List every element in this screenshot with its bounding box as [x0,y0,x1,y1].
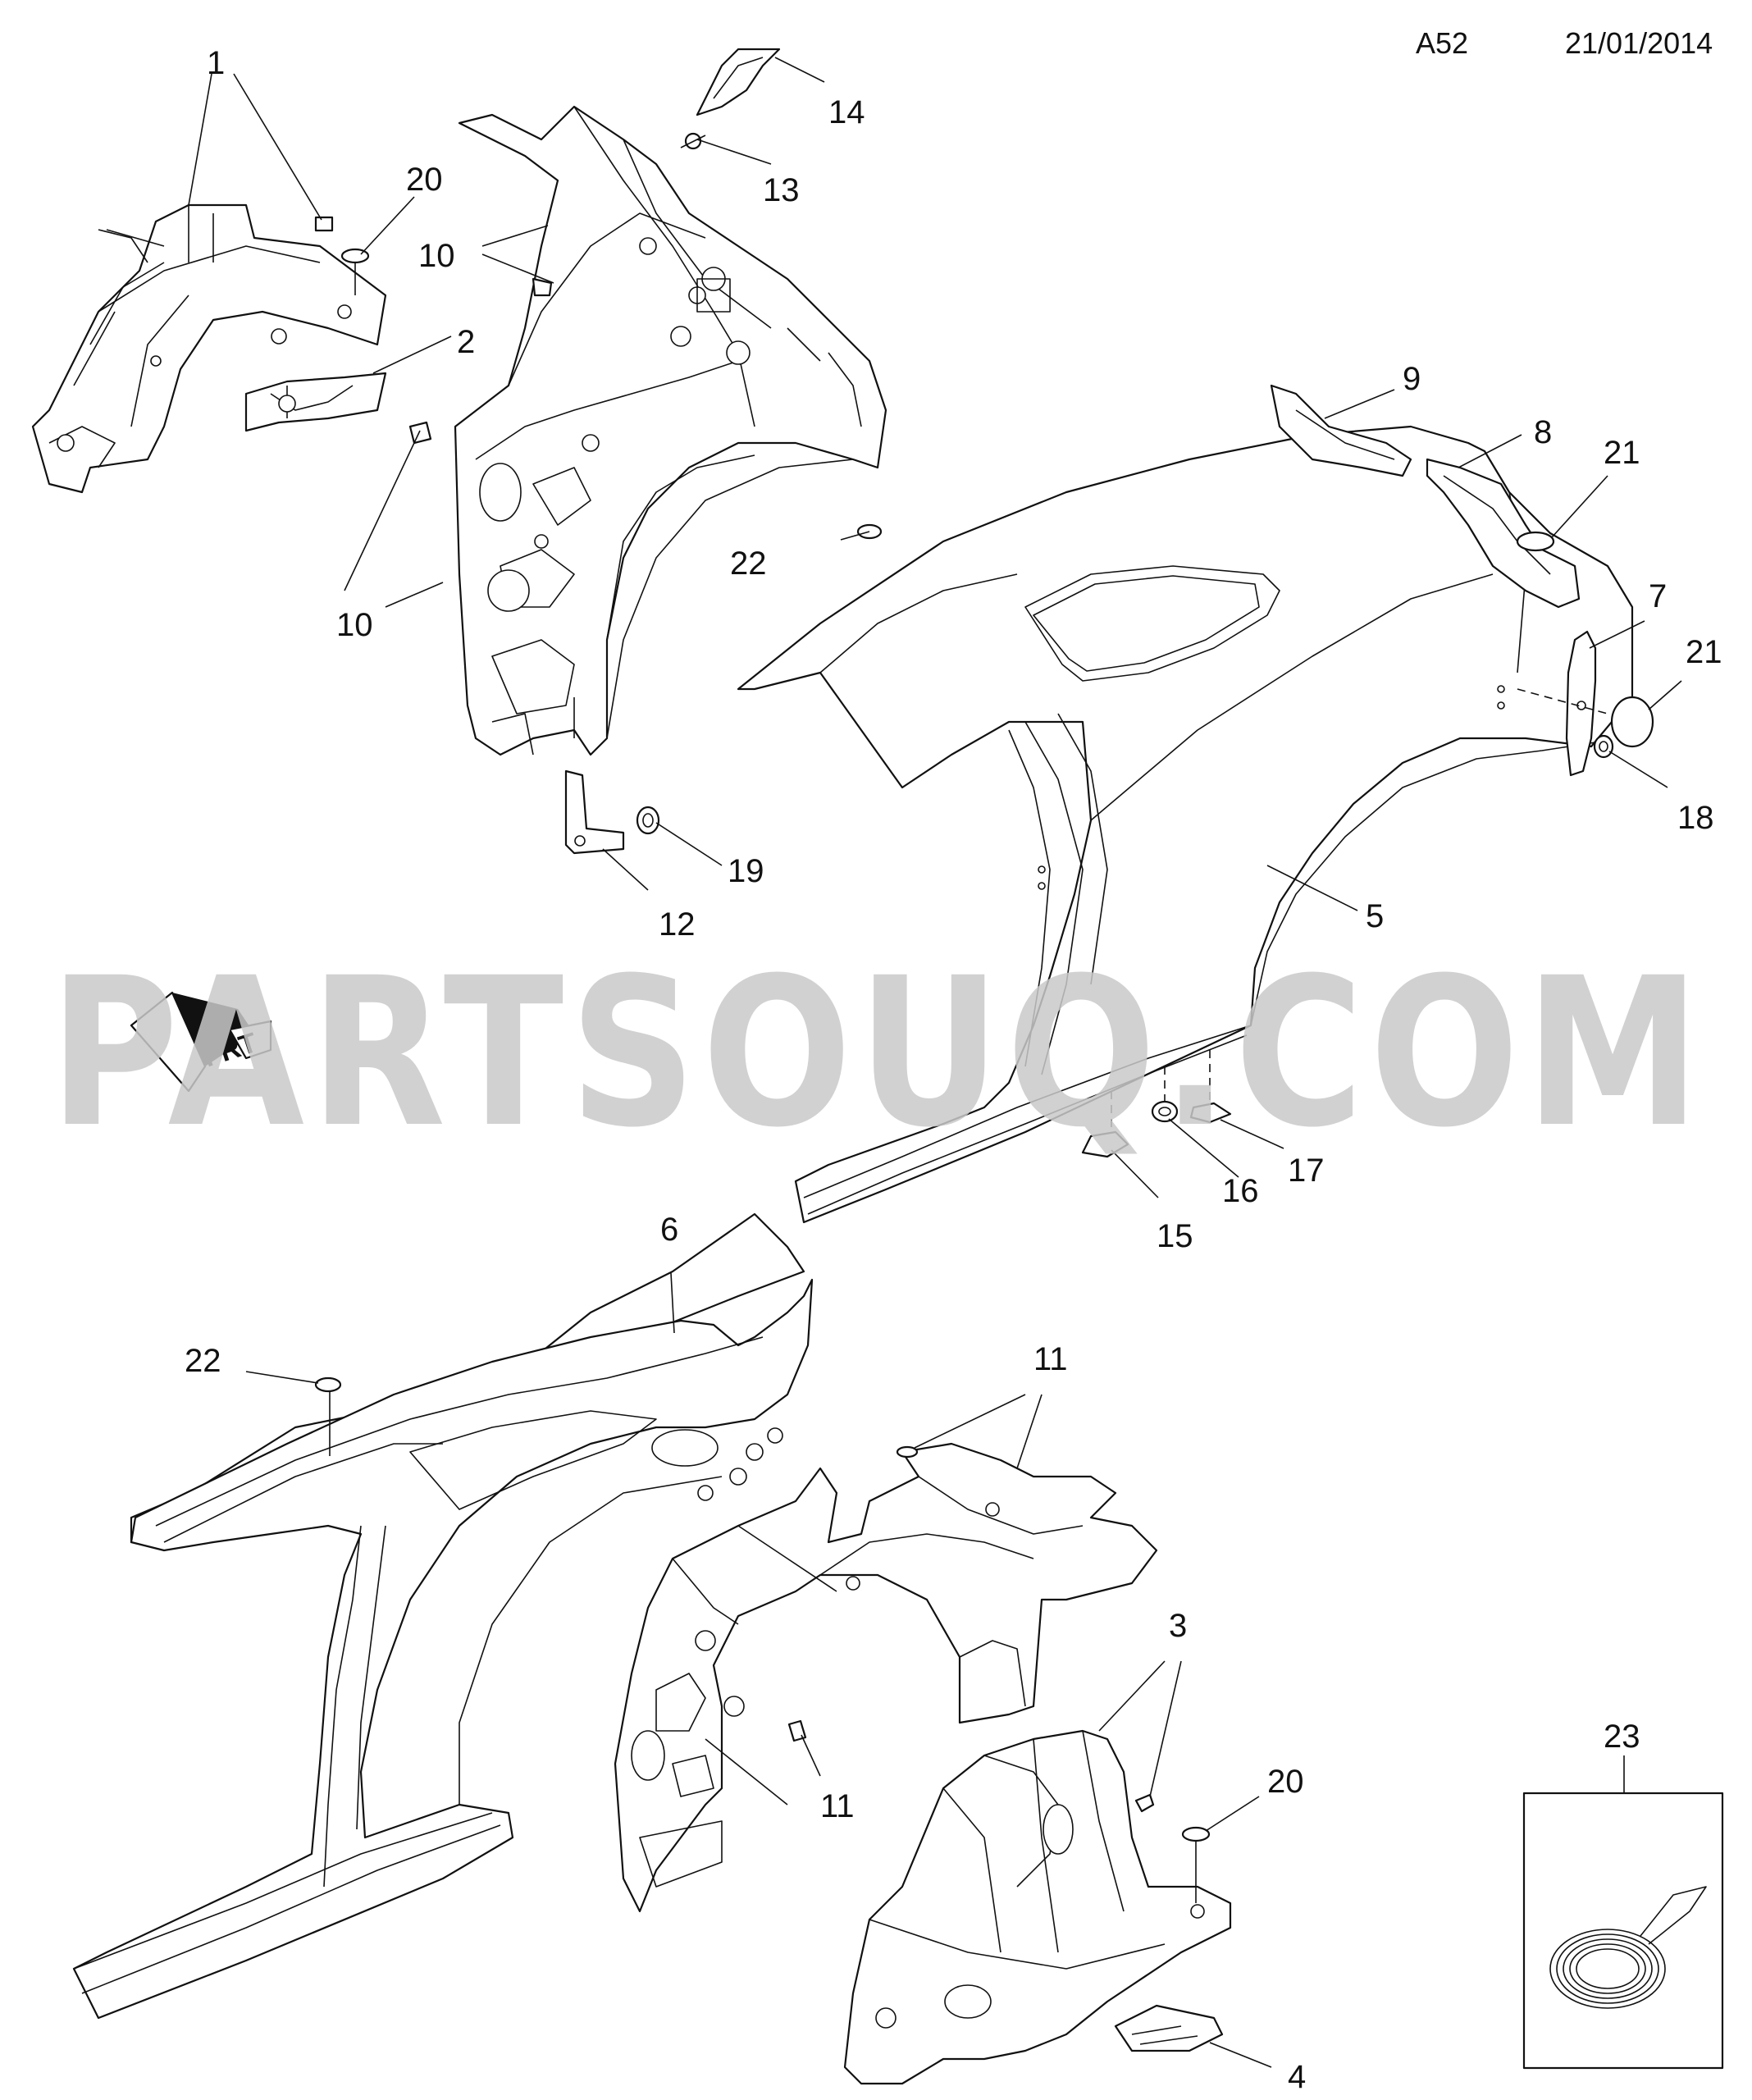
part-16-grommet [1151,1066,1179,1123]
callout-22-lower: 22 [185,1343,221,1379]
callout-12: 12 [659,906,696,943]
part-1-front-wheelhouse [31,203,387,494]
callout-7: 7 [1649,578,1667,614]
callout-15: 15 [1157,1218,1193,1254]
part-10-quarter-inner [454,105,887,756]
callout-10-lower: 10 [336,607,373,643]
callout-21-lower: 21 [1686,634,1722,670]
callout-11-lower: 11 [820,1788,855,1824]
frt-direction-arrow: FRT [130,991,272,1093]
part-15-plug [1081,1091,1129,1158]
part-3-clip [1134,1793,1155,1813]
callout-21-upper: 21 [1604,435,1640,471]
part-19-grommet [636,806,660,835]
part-9-gusset [1270,384,1412,477]
callout-9: 9 [1403,361,1421,397]
callout-10-upper: 10 [418,238,455,274]
assembly-line-7 [1517,688,1608,714]
callout-20-top: 20 [406,162,443,198]
part-23-inset-box [1522,1792,1724,2070]
callout-14: 14 [828,94,865,130]
part-21-plug-lower [1610,696,1654,748]
callout-20-lower: 20 [1267,1764,1304,1800]
callout-13: 13 [763,172,800,208]
part-17-grommet [1189,1050,1232,1124]
callout-17: 17 [1288,1153,1325,1189]
callout-5: 5 [1366,898,1384,934]
wheel-arch-edge [606,459,878,739]
callout-1: 1 [207,45,225,81]
diagram-date: 21/01/2014 [1565,26,1713,60]
callout-3: 3 [1169,1608,1187,1644]
callout-19: 19 [728,853,764,889]
leader-lines [188,57,1682,2068]
part-10-grommets [408,277,553,445]
part-4-patch [1114,2004,1224,2052]
part-12-bracket [564,769,625,855]
part-6-side-frame [72,1212,814,2020]
part-18-grommet [1593,734,1614,759]
callout-16: 16 [1222,1173,1259,1209]
part-11-rear-wheelhouse [614,1442,1158,1913]
callout-4: 4 [1288,2059,1306,2095]
callout-18: 18 [1677,800,1714,836]
part-3-rear-panel [843,1729,1232,2085]
part-22-plug-lower [314,1376,342,1393]
part-7-bracket [1565,630,1597,777]
callout-11-upper: 11 [1033,1341,1068,1377]
part-8-reinforcement [1426,458,1581,609]
part-2-bracket [244,372,387,432]
callout-2: 2 [457,324,475,360]
part-14-gusset [696,48,781,116]
diagram-code: A52 [1416,26,1469,60]
part-21-plug-upper [1516,531,1555,552]
callout-23: 23 [1604,1719,1640,1755]
callout-6: 6 [660,1212,678,1248]
callout-22-upper: 22 [730,546,767,582]
callout-numbers: 1 20 2 14 13 10 10 22 9 8 21 7 21 18 5 1… [185,45,1722,2095]
watermark-text: PARTSOUQ.COM [49,934,1706,1172]
part-20-clip-lower [1181,1826,1211,1903]
callout-8: 8 [1534,414,1552,450]
